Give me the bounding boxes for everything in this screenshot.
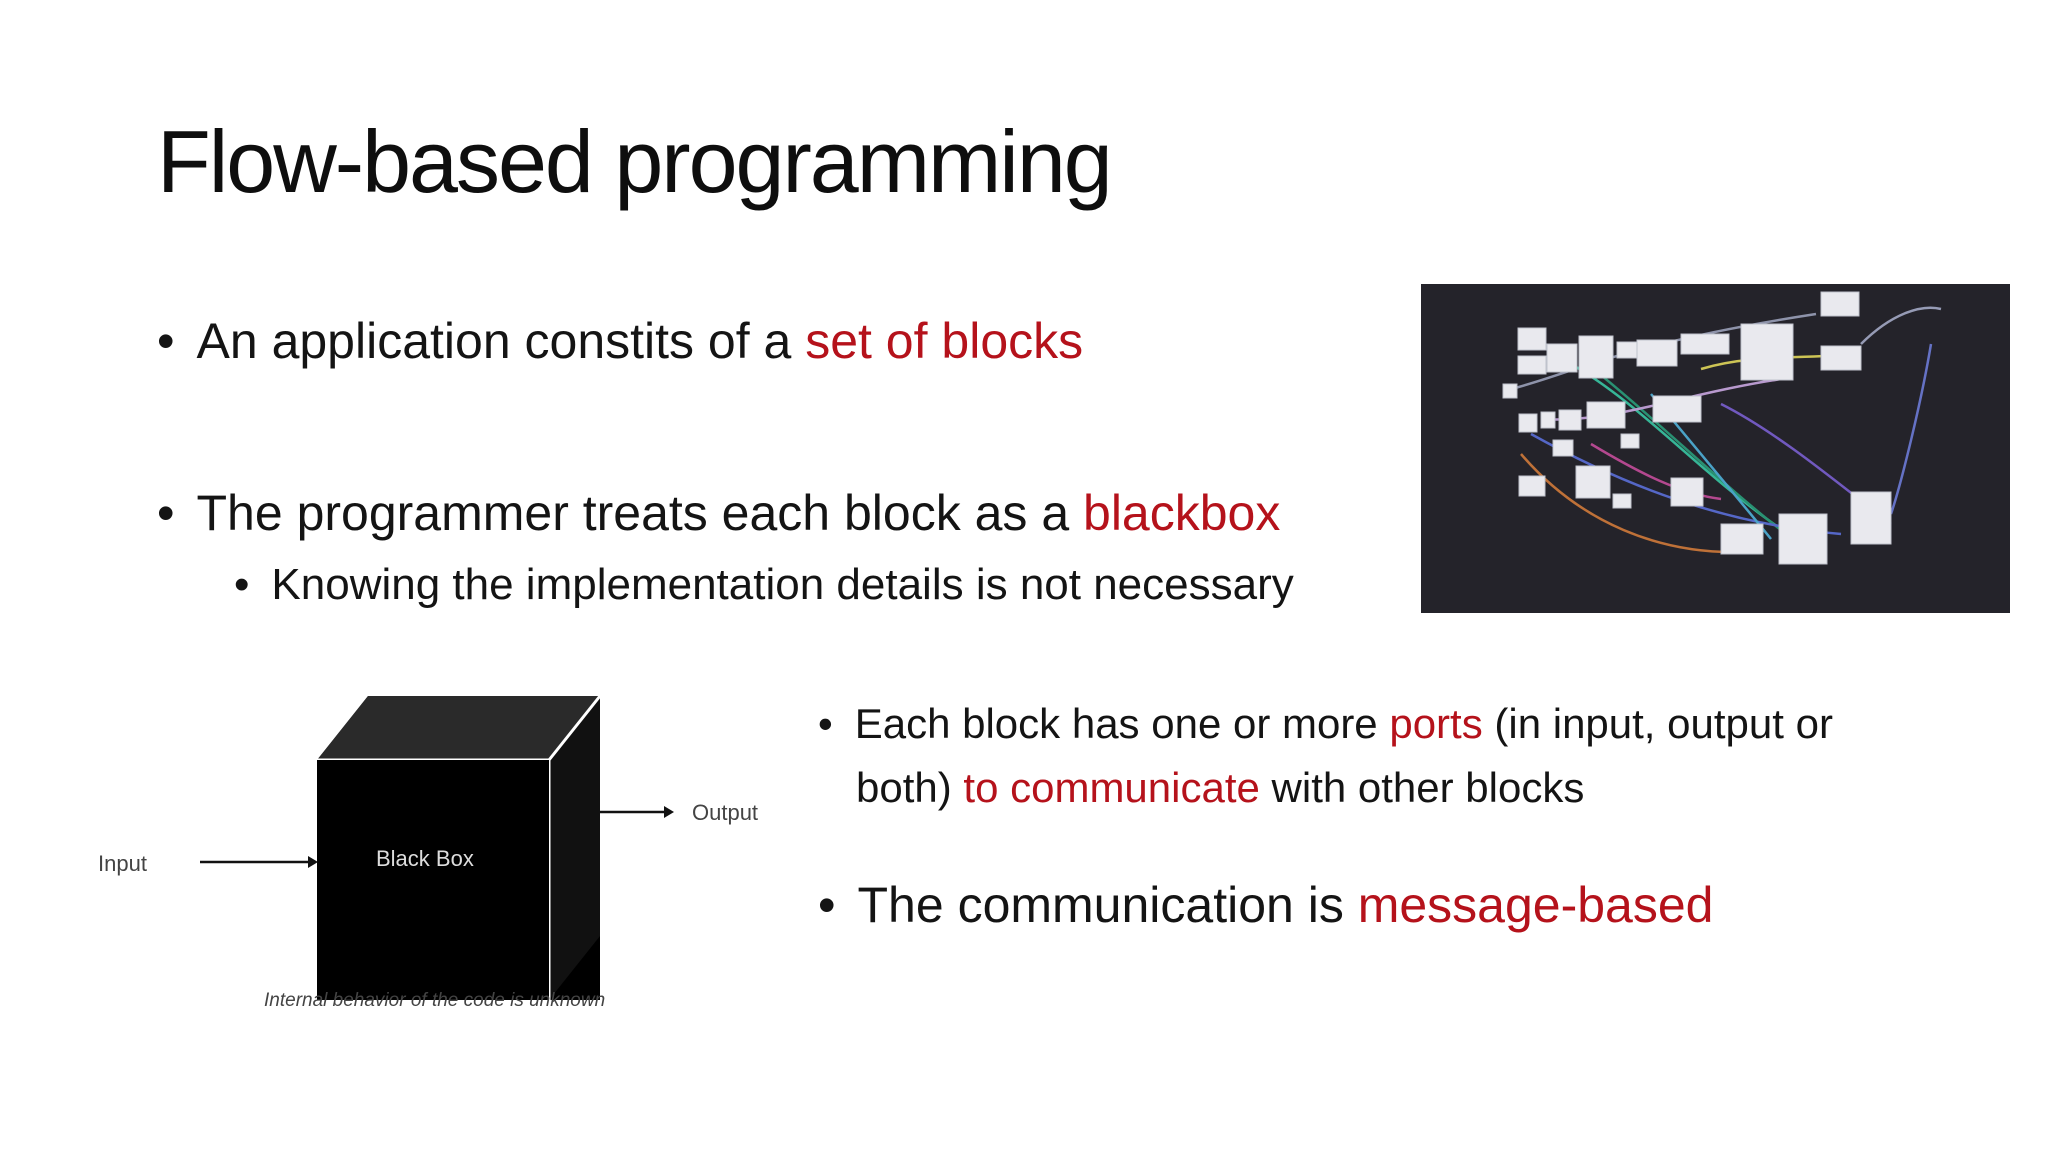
- bullet-dot: •: [157, 313, 175, 369]
- node-graph-illustration: [1502, 291, 1942, 565]
- bullet-dot: •: [818, 877, 836, 933]
- diagram-caption: Internal behavior of the code is unknown: [264, 990, 605, 1011]
- bullet-text-mid: (in input, output or: [1482, 700, 1833, 747]
- bullet-dot: •: [157, 485, 175, 541]
- black-box-illustration: Input Black Box Output Internal behavior…: [98, 695, 758, 1011]
- black-box-diagram: Input Black Box Output Internal behavior…: [80, 680, 780, 1020]
- bullet-dot: •: [234, 560, 250, 609]
- black-box-label: Black Box: [376, 846, 474, 871]
- sub-bullet-text: Knowing the implementation details is no…: [271, 560, 1294, 609]
- bullet-set-of-blocks: • An application constits of a set of blo…: [157, 312, 1083, 370]
- bullet-text-line2: both): [856, 764, 964, 811]
- bullet-highlight: message-based: [1357, 877, 1714, 933]
- bullet-highlight: set of blocks: [805, 313, 1084, 369]
- sub-bullet-implementation: • Knowing the implementation details is n…: [234, 560, 1294, 610]
- bullet-message-based: • The communication is message-based: [818, 876, 1713, 934]
- output-label: Output: [692, 800, 758, 825]
- bullet-text: Each block has one or more: [854, 700, 1390, 747]
- bullet-highlight: blackbox: [1083, 485, 1281, 541]
- bullet-highlight-ports: ports: [1389, 700, 1483, 747]
- bullet-continuation: both) to communicate with other blocks: [818, 756, 2008, 820]
- node-graph-image: [1421, 284, 2010, 613]
- bullet-dot: •: [818, 700, 833, 747]
- bullet-text-end: with other blocks: [1259, 764, 1585, 811]
- bullet-text: The communication is: [857, 877, 1358, 933]
- bullet-ports: • Each block has one or more ports (in in…: [818, 692, 2008, 820]
- bullet-blackbox: • The programmer treats each block as a b…: [157, 484, 1280, 542]
- bullet-text: The programmer treats each block as a: [196, 485, 1084, 541]
- bullet-text: An application constits of a: [196, 313, 806, 369]
- bullet-highlight-communicate: to communicate: [963, 764, 1260, 811]
- input-label: Input: [98, 851, 147, 876]
- slide-title: Flow-based programming: [157, 112, 1113, 211]
